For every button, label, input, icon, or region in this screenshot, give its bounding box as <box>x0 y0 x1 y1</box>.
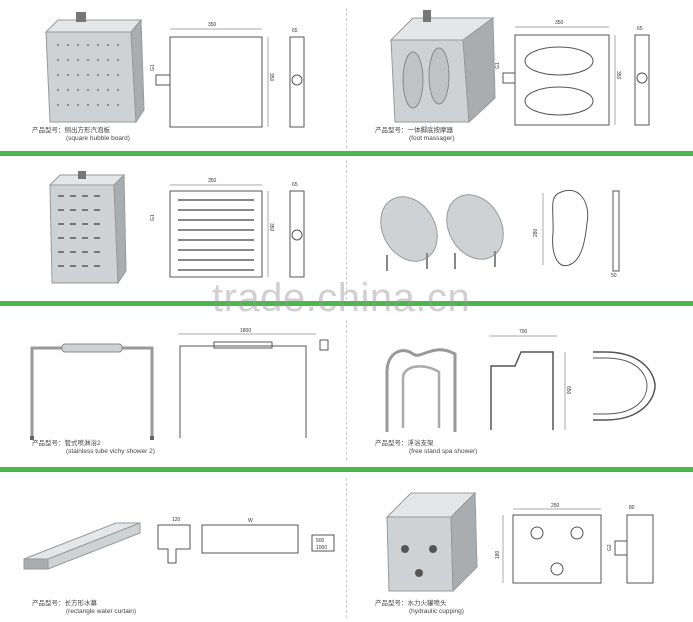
section-separator-1 <box>0 151 693 156</box>
caption-cn: 长方形水幕 <box>64 600 98 607</box>
caption-en: (rectangle water curtain) <box>66 608 137 615</box>
dim-length: 1800 <box>240 328 251 334</box>
caption-cn: 侧出方形汽泡板 <box>64 127 111 134</box>
slotted-board-photo <box>48 171 127 285</box>
dim-height: 650 <box>565 386 571 395</box>
product-foot-massager: 350 350 G1 65 产品型号：一体脚底按摩器 (foot massage… <box>347 0 693 150</box>
product-hydraulic-cupping: 250 180 80 G2 产品型号：水力火罐喷头 (hydraulic cup… <box>347 473 693 622</box>
caption-prefix: 产品型号： <box>32 600 65 607</box>
caption-cn: 水力火罐喷头 <box>407 600 447 607</box>
caption-prefix: 产品型号： <box>375 127 408 134</box>
foot-massager-drawing: 350 350 G1 65 <box>495 20 650 126</box>
watermark-text: trade.china.cn <box>212 276 471 320</box>
vichy-shower-photo <box>30 343 154 440</box>
product-water-curtain: 120 W 500 1000 产品型号：长方形水幕 (rectangle wat… <box>0 473 346 622</box>
spa-stand-topview <box>593 351 656 421</box>
dim-width: 350 <box>208 178 217 184</box>
dim-thickness: 50 <box>611 273 617 279</box>
dim-depth: 65 <box>637 26 643 32</box>
foot-pedal-photo <box>380 194 504 271</box>
dim-depth: 65 <box>292 182 298 188</box>
product-foot-pedal: 280 50 <box>347 157 693 301</box>
dim-length: 280 <box>533 228 539 237</box>
caption-prefix: 产品型号： <box>32 440 65 447</box>
product-slotted-board: 350 350 G1 65 <box>0 157 346 301</box>
dim-depth: 65 <box>292 28 298 34</box>
caption-en: (hydraulic cupping) <box>409 608 464 615</box>
column-divider-row1 <box>346 8 347 148</box>
dim-depth: 120 <box>172 517 181 523</box>
section-separator-2 <box>0 301 693 306</box>
caption-prefix: 产品型号： <box>375 440 408 447</box>
spa-stand-drawing: 700 650 <box>489 329 571 430</box>
dim-height: 350 <box>268 223 274 232</box>
section-separator-3 <box>0 467 693 472</box>
product-spa-shower-stand: 700 650 产品型号：浮浴支架 (free stand spa shower… <box>347 306 693 466</box>
spa-stand-photo <box>385 348 457 432</box>
dim-option-1: 500 <box>316 538 325 544</box>
caption-cn: 管式喷淋浴2 <box>64 440 101 447</box>
column-divider-row3 <box>346 320 347 460</box>
product-square-bubble-board: 350 350 G1 65 产品型号：侧出方形汽泡板 (square hubbl… <box>0 0 346 150</box>
slotted-board-drawing: 350 350 G1 65 <box>150 178 305 278</box>
dim-inlet: G1 <box>150 214 156 221</box>
dim-depth: 80 <box>629 505 635 511</box>
caption-en: (free stand spa shower) <box>409 448 478 455</box>
product-vichy-shower: 1800 产品型号：管式喷淋浴2 (stainless tube vichy s… <box>0 306 346 466</box>
caption-en: (foot massager) <box>409 135 455 142</box>
caption-prefix: 产品型号： <box>375 600 408 607</box>
caption-en: (stainless tube vichy shower 2) <box>66 448 155 455</box>
dim-inlet: G2 <box>607 544 613 551</box>
water-curtain-drawing: 120 W 500 1000 <box>157 517 335 564</box>
dim-width: W <box>248 518 253 524</box>
foot-pedal-drawing: 280 50 <box>533 189 620 279</box>
dim-height: 180 <box>495 550 501 559</box>
foot-massager-photo <box>389 10 496 124</box>
caption-cn: 浮浴支架 <box>407 440 434 447</box>
dim-option-2: 1000 <box>316 545 327 551</box>
column-divider-row2 <box>346 160 347 300</box>
caption-en: (square hubble board) <box>66 135 130 142</box>
caption-cn: 一体脚底按摩器 <box>407 127 454 134</box>
dim-height: 350 <box>268 73 274 82</box>
dim-width: 700 <box>519 329 528 335</box>
dim-width: 350 <box>555 20 564 26</box>
hydraulic-cupping-photo <box>385 491 478 593</box>
vichy-shower-drawing: 1800 <box>178 328 329 438</box>
hydraulic-cupping-drawing: 250 180 80 G2 <box>495 503 654 584</box>
dim-height: 350 <box>615 71 621 80</box>
column-divider-row4 <box>346 478 347 618</box>
dim-width: 250 <box>551 503 560 509</box>
caption-prefix: 产品型号： <box>32 127 65 134</box>
bubble-board-drawing: 350 350 G1 65 <box>150 22 305 128</box>
bubble-board-photo <box>44 12 145 124</box>
dim-inlet: G1 <box>495 62 501 69</box>
water-curtain-photo <box>23 522 141 570</box>
dim-width: 350 <box>208 22 217 28</box>
dim-inlet: G1 <box>150 64 156 71</box>
